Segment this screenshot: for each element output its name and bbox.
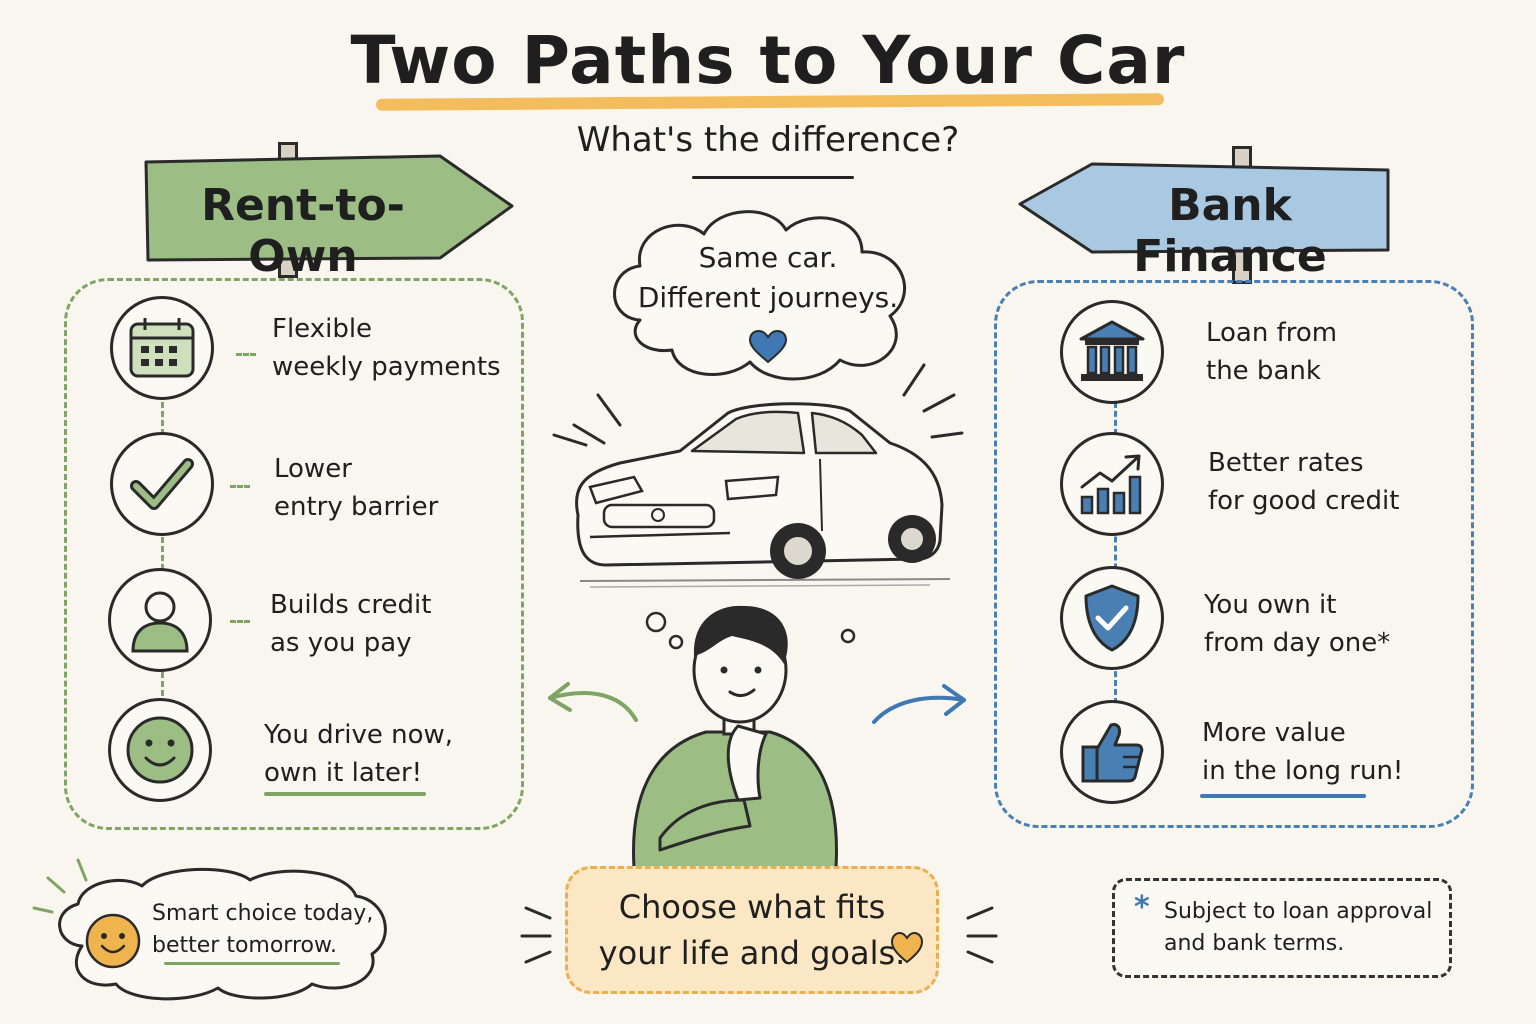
left-connector: [161, 384, 164, 696]
choose-what-fits-text: Choose what fits your life and goals.: [598, 888, 906, 972]
person-icon: [108, 568, 212, 672]
entry-barrier-text: Lower entry barrier: [274, 454, 439, 522]
bank-finance-sign: Bank Finance: [1133, 180, 1327, 282]
left-sign-board: [144, 154, 514, 262]
heart-icon: [748, 330, 788, 364]
more-value-text: More value in the long run!: [1202, 718, 1404, 786]
rent-to-own-sign: Rent-to-Own: [201, 180, 405, 282]
item-link: [230, 620, 250, 623]
arrow-left-icon: [548, 682, 638, 722]
better-rates-text: Better rates for good credit: [1208, 448, 1400, 516]
orange-heart-icon: [890, 932, 924, 964]
subtitle-underline: [692, 176, 854, 179]
page-title: Two Paths to Your Car: [350, 22, 1186, 99]
calendar-icon: [110, 296, 214, 400]
builds-credit-text: Builds credit as you pay: [270, 590, 432, 658]
right-sign-board: [1018, 162, 1390, 254]
flexible-payments-text: Flexible weekly payments: [272, 314, 501, 382]
arrow-right-icon: [872, 684, 966, 724]
happy-face-icon: [85, 913, 141, 969]
car-illustration: [552, 363, 964, 588]
item-link: [236, 353, 256, 356]
footnote-box: [1112, 878, 1452, 978]
thumbs-up-icon: [1060, 700, 1164, 804]
page-subtitle: What's the difference?: [576, 120, 960, 160]
smart-choice-text: Smart choice today, better tomorrow.: [152, 901, 374, 958]
burst-lines-right: [966, 906, 998, 964]
burst-lines-left: [520, 906, 552, 964]
bank-finance-panel: [994, 280, 1474, 828]
loan-from-bank-text: Loan from the bank: [1206, 318, 1338, 386]
smiley-icon: [108, 698, 212, 802]
growth-chart-icon: [1060, 432, 1164, 536]
thinking-person: [632, 605, 856, 868]
item-link: [230, 485, 250, 488]
checkmark-icon: [110, 432, 214, 536]
right-connector: [1114, 384, 1117, 704]
same-car-text: Same car. Different journeys.: [637, 241, 899, 314]
green-underline: [164, 962, 340, 965]
shield-check-icon: [1060, 566, 1164, 670]
smart-choice-bubble: [32, 858, 387, 1001]
bank-icon: [1060, 300, 1164, 404]
drive-now-text: You drive now, own it later!: [264, 720, 454, 788]
footnote-marker: *: [1134, 890, 1150, 925]
footnote-text: Subject to loan approval and bank terms.: [1164, 899, 1433, 956]
blue-underline: [1200, 794, 1366, 798]
thought-cloud: [613, 210, 907, 381]
green-underline: [264, 792, 426, 796]
own-from-day-one-text: You own it from day one*: [1204, 590, 1391, 658]
rent-to-own-panel: [64, 278, 524, 830]
choose-box: [565, 866, 939, 994]
